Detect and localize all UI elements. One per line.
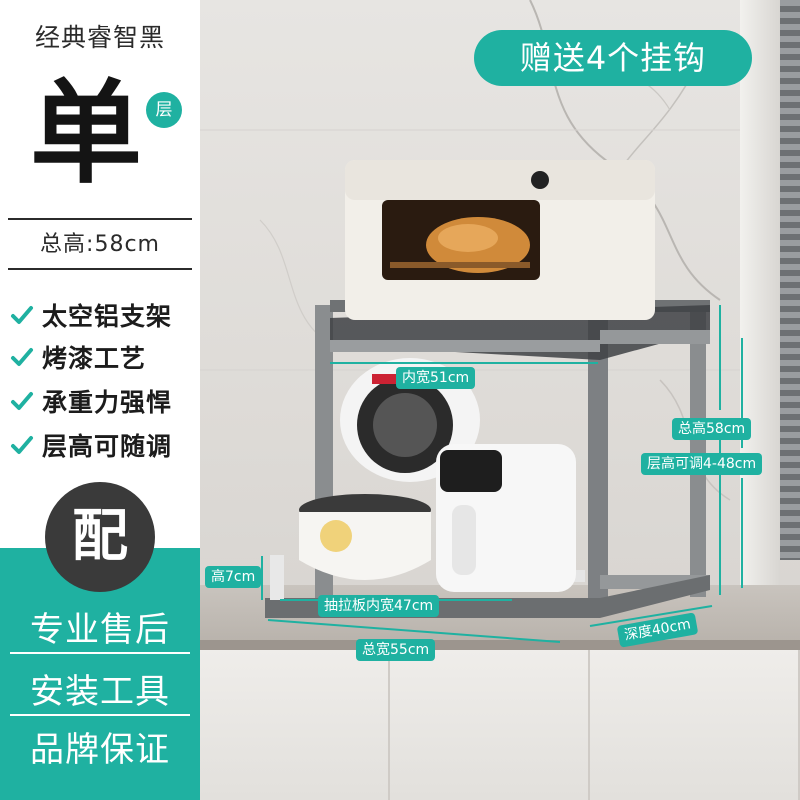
feature-label: 层高可随调 <box>42 432 173 461</box>
rack-illustration <box>261 160 743 643</box>
check-icon <box>11 306 33 324</box>
rack-post <box>588 318 608 616</box>
service-item: 品牌保证 <box>30 730 170 770</box>
feature-item: 太空铝支架 <box>10 298 172 332</box>
cabinet-door <box>590 650 800 800</box>
air-fryer-handle <box>452 505 476 575</box>
check-icon <box>11 348 33 366</box>
dim-total-width: 总宽55cm <box>356 639 436 661</box>
rice-cooker-logo <box>320 520 352 552</box>
divider <box>8 218 192 220</box>
dim-drawer-inner-width: 抽拉板内宽47cm <box>318 595 440 617</box>
layer-type-badge: 层 <box>146 92 182 128</box>
spec-panel: 经典睿智黑 单 层 总高:58cm 太空铝支架 烤漆工艺 承重力强悍 层高可随调… <box>0 0 200 800</box>
feature-label: 承重力强悍 <box>42 388 173 417</box>
series-name: 经典睿智黑 <box>34 23 165 52</box>
check-icon <box>11 436 33 454</box>
dim-drawer-height: 高7cm <box>205 566 262 588</box>
air-fryer-display <box>440 450 502 492</box>
dim-line <box>267 619 561 643</box>
feature-item: 层高可随调 <box>10 428 172 462</box>
divider <box>10 714 190 716</box>
kitchen-scene <box>200 0 800 800</box>
service-item: 安装工具 <box>30 672 170 712</box>
feature-label: 太空铝支架 <box>42 302 173 331</box>
cabinet-door <box>200 650 390 800</box>
window-frame <box>740 0 780 600</box>
check-icon <box>11 392 33 410</box>
countertop-edge <box>200 640 800 650</box>
pressure-cooker-display <box>372 374 400 384</box>
layer-type: 单 <box>30 69 142 199</box>
service-item: 专业售后 <box>30 610 170 650</box>
drawer-handle <box>270 555 284 600</box>
feature-item: 烤漆工艺 <box>10 340 146 374</box>
rice-cooker-body <box>299 512 431 580</box>
total-height-spec: 总高:58cm <box>40 232 160 257</box>
rack-shelf-edge <box>330 340 600 352</box>
feature-item: 承重力强悍 <box>10 384 172 418</box>
divider <box>10 652 190 654</box>
dim-line <box>589 605 713 627</box>
gift-badge: 赠送4个挂钩 <box>474 30 752 86</box>
cabinet-door <box>390 650 590 800</box>
dim-inner-width: 内宽51cm <box>396 367 476 389</box>
rack-post <box>690 305 706 597</box>
oven-knob <box>531 171 549 189</box>
rack-side-rail <box>600 330 710 344</box>
oven-top-panel <box>345 160 655 200</box>
divider <box>8 268 192 270</box>
config-badge: 配 <box>45 482 155 592</box>
feature-label: 烤漆工艺 <box>42 344 147 373</box>
dim-adjustable-height: 层高可调4-48cm <box>641 453 763 475</box>
dim-total-height: 总高58cm <box>672 418 752 440</box>
window-blinds <box>780 0 800 560</box>
